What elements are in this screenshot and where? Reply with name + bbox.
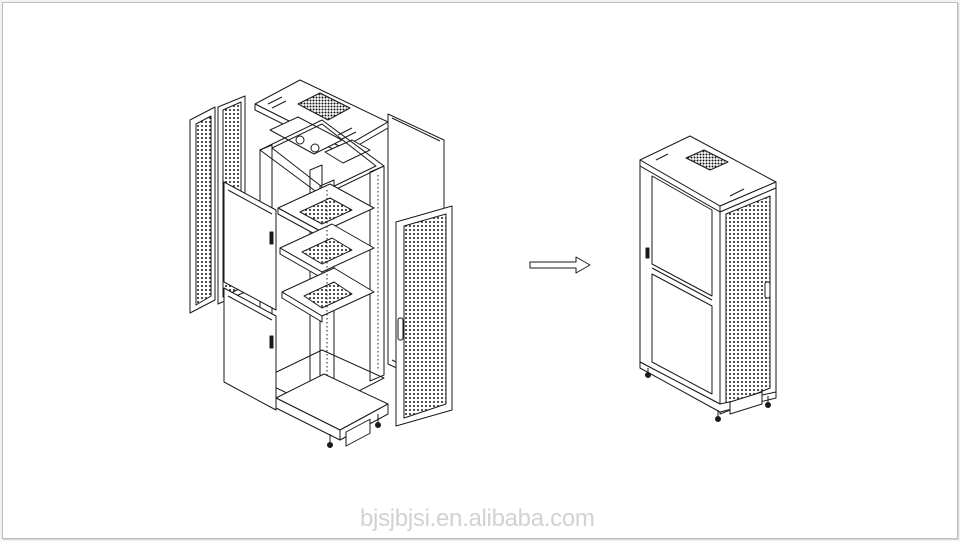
rack-frame: [259, 119, 385, 411]
rear-door-left: [189, 106, 216, 314]
door-handle-icon: [397, 317, 404, 341]
watermark-text: bjsjbjsi.en.alibaba.com: [360, 505, 595, 532]
front-door: [395, 205, 453, 427]
direction-arrow-icon: [529, 256, 591, 274]
side-panel-left: [223, 181, 277, 411]
base-plinth: [275, 373, 389, 448]
assembled-cabinet: [639, 135, 777, 422]
cabinet-handle-icon: [764, 281, 771, 299]
top-plate: [269, 116, 371, 164]
